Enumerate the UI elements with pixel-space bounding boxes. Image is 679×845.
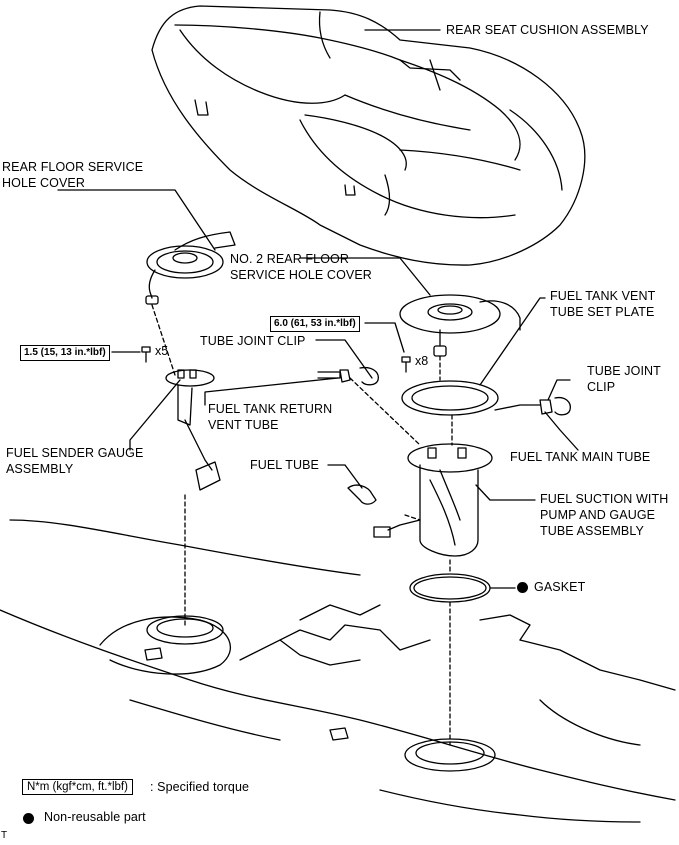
label-tube-joint-clip-right-2: CLIP xyxy=(587,380,616,394)
label-return-vent-1: FUEL TANK RETURN xyxy=(208,402,333,416)
bolt-left xyxy=(141,346,151,363)
leader-main-tube xyxy=(544,411,579,451)
rear-floor-service-hole-cover-drawing xyxy=(145,231,236,305)
label-vent-plate-2: TUBE SET PLATE xyxy=(550,305,655,319)
label-sender-gauge-1: FUEL SENDER GAUGE xyxy=(6,446,144,460)
label-suction-3: TUBE ASSEMBLY xyxy=(540,524,644,538)
label-return-vent-2: VENT TUBE xyxy=(208,418,279,432)
leader-sender xyxy=(129,379,181,451)
label-no2-rear-floor-2: SERVICE HOLE COVER xyxy=(230,268,372,282)
leader-return-vent xyxy=(204,377,339,406)
legend-nonreusable-dot xyxy=(23,813,34,824)
label-rear-floor-service-1: REAR FLOOR SERVICE xyxy=(2,160,144,174)
vent-tube-set-plate-drawing xyxy=(401,380,499,416)
label-gasket: GASKET xyxy=(534,580,586,594)
bolt-right xyxy=(401,356,411,373)
floor-pan-drawing xyxy=(0,519,676,823)
return-vent-tube-drawing xyxy=(317,366,379,386)
leader-rear-floor-cover xyxy=(57,189,216,251)
label-vent-plate-1: FUEL TANK VENT xyxy=(550,289,656,303)
leader-vent-plate xyxy=(479,297,546,386)
leader-no2-cover xyxy=(299,257,431,296)
gasket-drawing xyxy=(409,573,491,603)
label-rear-seat-cushion: REAR SEAT CUSHION ASSEMBLY xyxy=(446,23,649,37)
label-suction-2: PUMP AND GAUGE xyxy=(540,508,656,522)
torque-spec-left: 1.5 (15, 13 in.*lbf) xyxy=(20,345,110,361)
legend-torque-box: N*m (kgf*cm, ft.*lbf) xyxy=(22,779,133,795)
label-tube-joint-clip-left: TUBE JOINT CLIP xyxy=(200,334,306,348)
non-reusable-dot-gasket xyxy=(517,582,528,593)
alignment-lines xyxy=(151,304,453,746)
leader-clip-left xyxy=(315,339,373,379)
label-no2-rear-floor-1: NO. 2 REAR FLOOR xyxy=(230,252,349,266)
rear-seat-cushion-drawing xyxy=(151,5,586,266)
leader-torque-right xyxy=(364,322,405,353)
fuel-suction-pump-drawing xyxy=(347,443,493,557)
bolt-qty-left: x5 xyxy=(155,344,169,358)
bolt-qty-right: x8 xyxy=(415,354,429,368)
leader-clip-right xyxy=(547,379,571,401)
main-tube-drawing xyxy=(494,396,571,416)
legend-torque-text: : Specified torque xyxy=(150,780,250,794)
fuel-sender-gauge-drawing xyxy=(165,369,221,491)
no2-rear-floor-cover-drawing xyxy=(399,294,521,357)
label-main-tube: FUEL TANK MAIN TUBE xyxy=(510,450,651,464)
label-suction-1: FUEL SUCTION WITH xyxy=(540,492,669,506)
label-sender-gauge-2: ASSEMBLY xyxy=(6,462,74,476)
label-tube-joint-clip-right-1: TUBE JOINT xyxy=(587,364,661,378)
leader-suction xyxy=(475,484,536,501)
corner-mark: T xyxy=(1,830,8,841)
leader-fuel-tube xyxy=(327,464,363,489)
legend-nonreusable-text: Non-reusable part xyxy=(44,810,146,824)
torque-spec-right: 6.0 (61, 53 in.*lbf) xyxy=(270,316,360,332)
label-rear-floor-service-2: HOLE COVER xyxy=(2,176,85,190)
label-fuel-tube: FUEL TUBE xyxy=(250,458,319,472)
